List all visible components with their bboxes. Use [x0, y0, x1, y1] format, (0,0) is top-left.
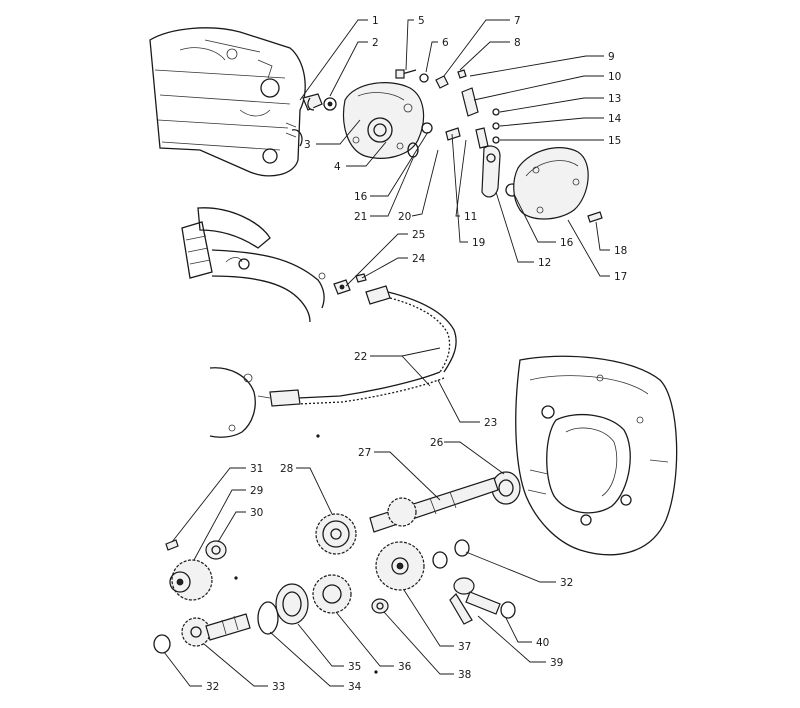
callout-24: 24 [412, 253, 426, 265]
layshaft-33 [181, 613, 251, 647]
callout-37: 37 [458, 641, 471, 653]
callout-35: 35 [348, 661, 361, 673]
callout-19: 19 [472, 237, 485, 249]
callout-39: 39 [550, 657, 563, 669]
callout-20: 20 [398, 211, 411, 223]
gear-cluster-29-31 [165, 539, 227, 601]
callout-1: 1 [372, 15, 379, 27]
callout-29: 29 [250, 485, 263, 497]
callout-26: 26 [430, 437, 444, 449]
callout-2: 2 [372, 37, 379, 49]
callout-15: 15 [608, 135, 621, 147]
handlebar-assembly [181, 207, 326, 323]
double-gear-28 [315, 497, 417, 555]
small-parts-1-3 [302, 93, 337, 111]
lever-part-12 [481, 145, 519, 198]
engine-housing-top-left [149, 27, 306, 177]
callout-23: 23 [484, 417, 497, 429]
gearbox-housing-right [515, 355, 678, 556]
callout-33: 33 [272, 681, 285, 693]
callout-14: 14 [608, 113, 622, 125]
washers-32 [153, 539, 470, 654]
callout-21: 21 [354, 211, 367, 223]
callout-28: 28 [280, 463, 293, 475]
callout-7: 7 [514, 15, 521, 27]
callout-4: 4 [334, 161, 341, 173]
callout-30: 30 [250, 507, 263, 519]
spacer-38 [371, 598, 389, 614]
callout-36: 36 [398, 661, 412, 673]
callout-17: 17 [614, 271, 627, 283]
callout-34: 34 [348, 681, 362, 693]
callout-25: 25 [412, 229, 425, 241]
callout-13: 13 [608, 93, 621, 105]
bolts-5-10 [395, 69, 479, 117]
callout-5: 5 [418, 15, 425, 27]
callout-31: 31 [250, 463, 263, 475]
callout-labels: 1 2 3 4 5 6 7 8 9 10 13 14 15 16 21 20 1… [206, 15, 627, 693]
callout-10: 10 [608, 71, 621, 83]
callout-11: 11 [464, 211, 477, 223]
callout-16-top: 16 [354, 191, 368, 203]
callout-38: 38 [458, 669, 471, 681]
timing-housing-part-4 [342, 82, 425, 159]
callout-16-mid: 16 [560, 237, 574, 249]
speedometer-cable-22 [257, 285, 457, 407]
cable-fittings-24-25 [333, 273, 367, 295]
callout-40: 40 [536, 637, 549, 649]
gear-36-bearing-35 [257, 574, 352, 635]
callout-32-left: 32 [206, 681, 219, 693]
callout-27: 27 [358, 447, 371, 459]
shift-lever-39 [449, 577, 516, 625]
callout-12: 12 [538, 257, 551, 269]
callout-9: 9 [608, 51, 615, 63]
callout-18: 18 [614, 245, 627, 257]
callout-22: 22 [354, 351, 367, 363]
callout-3: 3 [304, 139, 311, 151]
callout-32-right: 32 [560, 577, 573, 589]
leader-lines [163, 19, 610, 687]
callout-6: 6 [442, 37, 449, 49]
large-gear-37 [375, 541, 425, 591]
callout-8: 8 [514, 37, 521, 49]
cover-part-17 [513, 147, 603, 223]
cable-mount-left [209, 367, 256, 438]
